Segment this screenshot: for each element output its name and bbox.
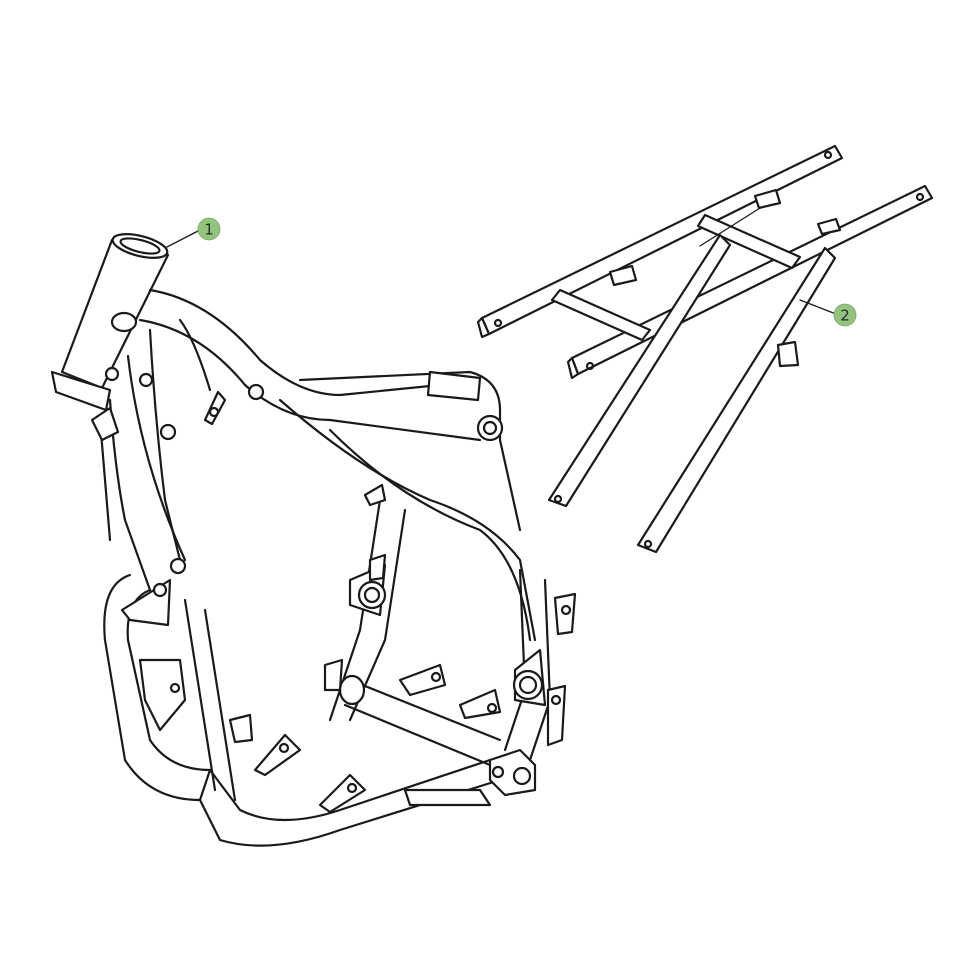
callout-bubble xyxy=(197,217,221,241)
main-frame xyxy=(50,233,577,847)
pivot-boss xyxy=(512,648,547,707)
mount-bolts xyxy=(104,366,265,598)
rear-subframe xyxy=(476,144,934,554)
lower-cradle xyxy=(103,573,502,847)
callout-number: 2 xyxy=(840,307,850,325)
subframe-strut xyxy=(547,233,732,508)
head-tube xyxy=(50,233,170,412)
callout-bubble xyxy=(833,303,857,327)
callout-2: 2 xyxy=(833,303,857,327)
rear-cross-tube xyxy=(298,370,502,442)
callout-1: 1 xyxy=(197,217,221,241)
leader-line-2 xyxy=(799,299,837,315)
leader-line-1 xyxy=(164,229,201,249)
callout-number: 1 xyxy=(204,221,214,239)
top-tube xyxy=(148,288,472,397)
